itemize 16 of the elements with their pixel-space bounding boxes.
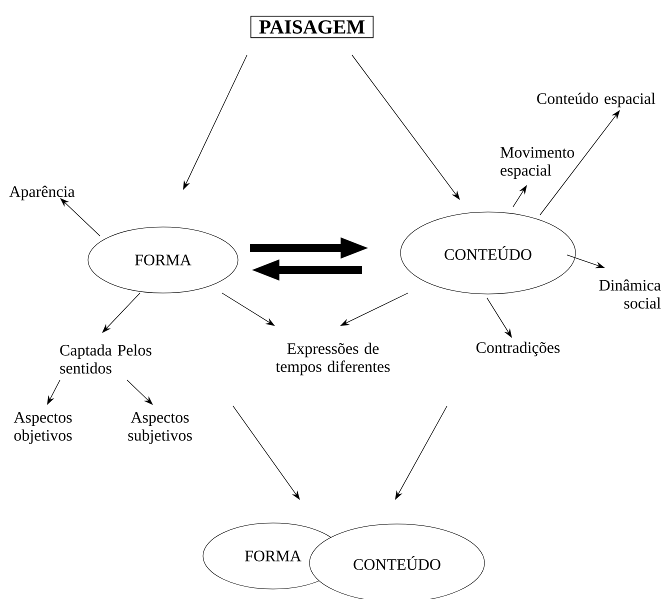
arrow (126, 380, 153, 405)
arrow (540, 110, 620, 216)
concept-text: Aparência (9, 186, 75, 200)
concept-text: Aspectos subjetivos (128, 412, 192, 444)
concept-text: Aspectos objetivos (14, 412, 72, 444)
title-box: PAISAGEM (250, 16, 374, 38)
concept-text: Dinâmica social (599, 279, 661, 309)
arrow (352, 54, 460, 200)
arrow (60, 198, 100, 236)
concept-text: Conteúdo espacial (537, 92, 656, 108)
concept-text: Expressões de tempos diferentes (276, 342, 390, 376)
concept-text: Contradições (476, 342, 560, 356)
concept-text: Captada Pelos sentidos (60, 344, 152, 374)
arrow (102, 292, 140, 333)
node-label: CONTEÚDO (354, 556, 440, 570)
concept-text: Movimento espacial (500, 146, 574, 179)
